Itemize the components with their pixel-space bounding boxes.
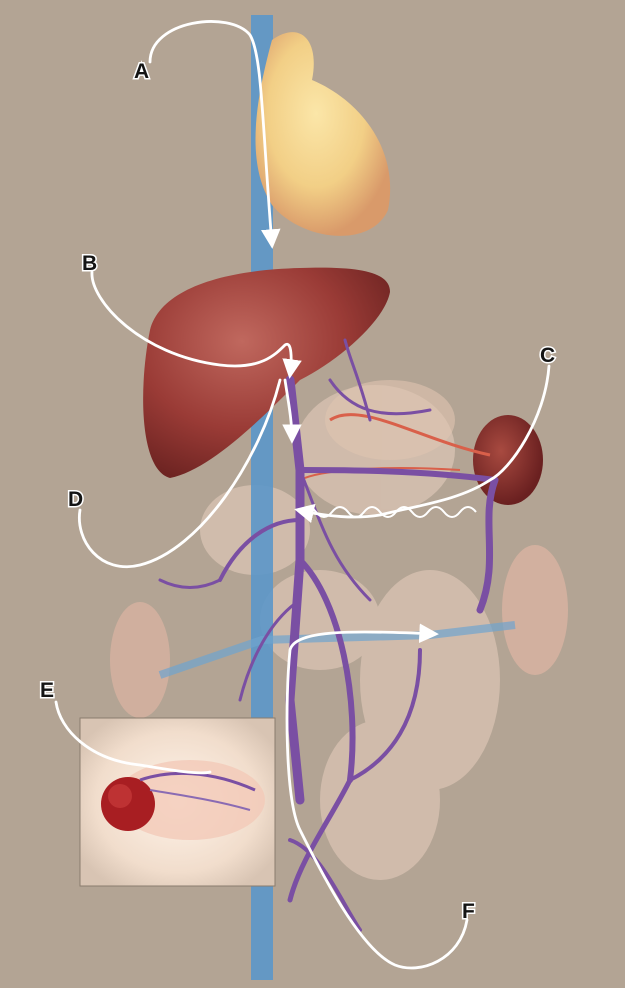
- label-e: E: [40, 679, 54, 702]
- label-a: A: [134, 60, 149, 83]
- inset-box: [80, 718, 275, 886]
- right-kidney: [502, 545, 568, 675]
- left-kidney: [110, 602, 170, 718]
- label-b: B: [82, 252, 97, 275]
- label-c: C: [540, 344, 555, 367]
- label-f: F: [462, 900, 475, 923]
- stomach: [325, 380, 455, 460]
- label-d: D: [68, 488, 83, 511]
